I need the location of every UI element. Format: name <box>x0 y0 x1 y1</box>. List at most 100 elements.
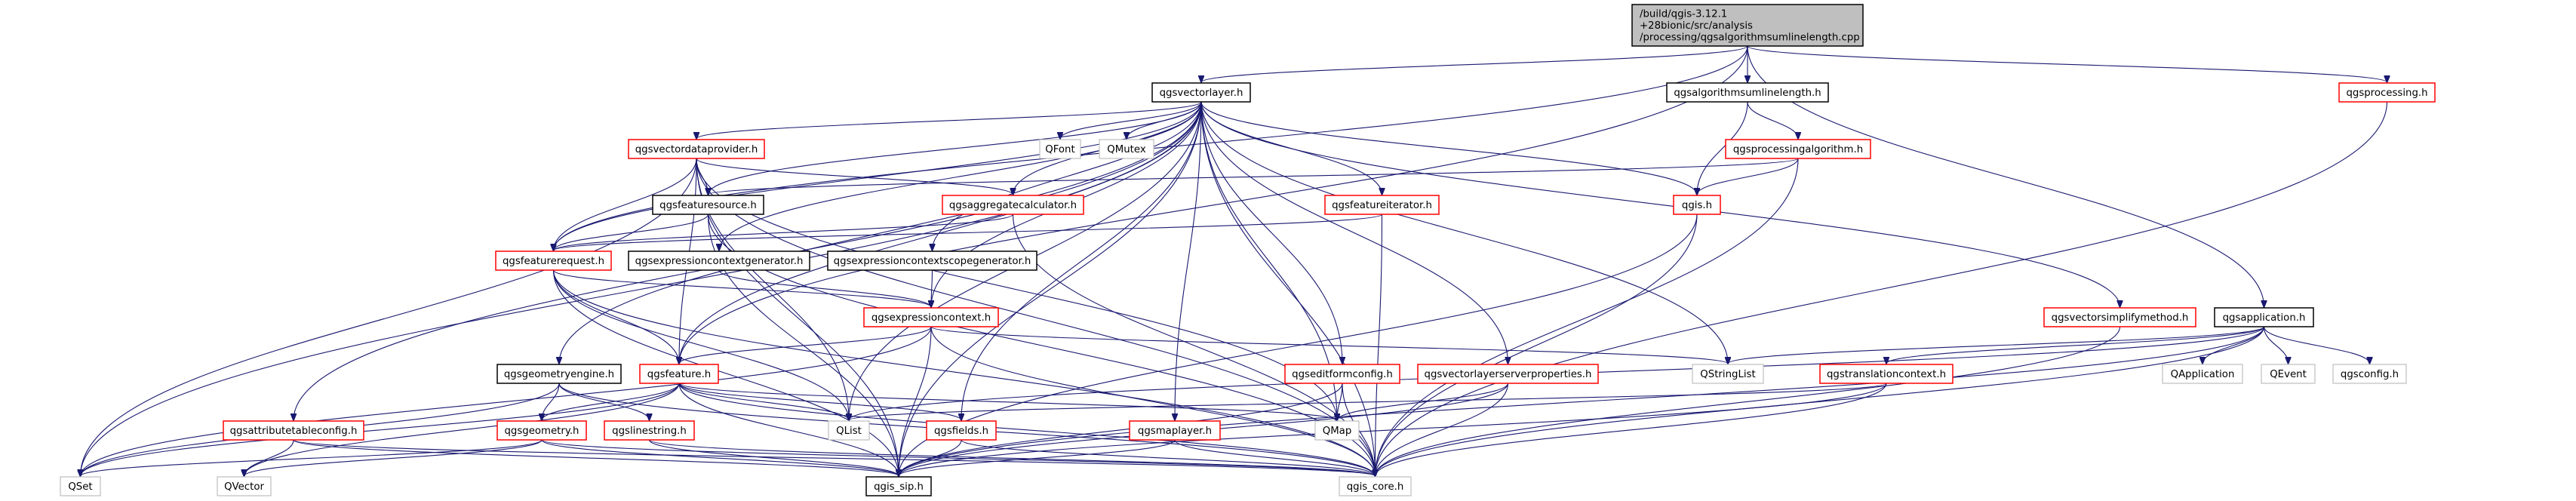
edge-qgsapplication-to-qgis_sip <box>899 326 2265 476</box>
include-node[interactable]: qgsexpressioncontext.h <box>863 307 999 327</box>
include-node[interactable]: qgstranslationcontext.h <box>1819 364 1954 384</box>
node-label: QMap <box>1323 426 1352 437</box>
node-box <box>1099 139 1154 159</box>
edge-qgsexpressioncontext-to-QStringList <box>930 326 1728 364</box>
include-node[interactable]: qgsfeaturerequest.h <box>495 250 612 271</box>
edge-qgsvectorlayer-to-qgsvectorsimplifymethod <box>1200 101 2120 307</box>
include-node[interactable]: qgsfields.h <box>926 420 997 441</box>
node-label: qgis.h <box>1682 200 1712 211</box>
edge-qgsprocessingalgorithm-to-qgis <box>1697 158 1799 195</box>
include-node[interactable]: qgsvectorlayer.h <box>1151 82 1251 103</box>
node-label: qgsprocessingalgorithm.h <box>1733 144 1863 155</box>
include-node[interactable]: qgsgeometry.h <box>496 420 587 441</box>
edge-qgsapplication-to-qgstranslationcontext <box>1886 326 2265 364</box>
edge-qgsvectorlayer-to-qgis <box>1200 101 1697 195</box>
edge-qgsgeometry-to-QSet <box>81 439 543 476</box>
edge-qgsexpressioncontext-to-QSet <box>81 326 932 476</box>
edge-qgsvectordataprovider-to-qgsfeaturesource <box>696 158 709 195</box>
node-label: qgsvectordataprovider.h <box>635 144 758 155</box>
node-label: qgis_sip.h <box>874 481 924 493</box>
include-node[interactable]: qgsvectorlayerserverproperties.h <box>1417 364 1599 384</box>
node-box <box>1692 364 1764 384</box>
edge-qgsaggregatecalculator-to-qgsfeaturerequest <box>554 214 1014 250</box>
node-box <box>2261 364 2316 384</box>
node-box <box>496 364 622 384</box>
include-node[interactable]: qgsmaplayer.h <box>1129 420 1221 441</box>
include-node[interactable]: qgsapplication.h <box>2214 307 2314 327</box>
edge-qgsgeometry-to-qgis_sip <box>541 439 899 476</box>
include-node: QStringList <box>1692 364 1764 384</box>
edge-qgsalgorithmsumlinelength-to-qgsprocessingalgorithm <box>1747 101 1798 139</box>
include-node[interactable]: qgsexpressioncontextscopegenerator.h <box>827 250 1037 271</box>
edge-qgsexpressioncontext-to-qgsfeature <box>679 326 932 364</box>
node-box <box>942 195 1084 215</box>
edge-qgsexpressioncontextscopegenerator-to-qgsexpressioncontext <box>931 269 933 307</box>
include-node[interactable]: qgsalgorithmsumlinelength.h <box>1666 82 1829 103</box>
include-node[interactable]: qgsfeature.h <box>639 364 719 384</box>
edge-qgsfeature-to-QMap <box>678 383 1337 420</box>
edge-qgsvectorlayer-to-QSet <box>81 101 1202 476</box>
node-label: qgsgeometryengine.h <box>504 369 614 380</box>
edge-qgsgeometry-to-QVector <box>244 439 543 476</box>
edge-qgis-to-qgis_core <box>1376 214 1698 476</box>
include-node[interactable]: qgis.h <box>1673 195 1721 215</box>
include-node[interactable]: qgslinestring.h <box>604 420 695 441</box>
edge-qgsvectordataprovider-to-qgsaggregatecalculator <box>696 158 1013 195</box>
edge-qgsvectorlayer-to-qgsfeaturesource <box>709 101 1202 195</box>
include-node[interactable]: qgsgeometryengine.h <box>496 364 622 384</box>
node-box <box>639 364 719 384</box>
edge-qgsvectorlayerserverproperties-to-QMap <box>1337 383 1509 420</box>
edge-qgsvectorlayer-to-qgsmaplayer <box>1175 101 1202 420</box>
edge-root-to-qgsvectorlayer <box>1201 45 1748 82</box>
node-box <box>1417 364 1599 384</box>
node-label: /processing/qgsalgorithmsumlinelength.cp… <box>1640 32 1860 43</box>
include-node[interactable]: qgsprocessing.h <box>2338 82 2436 103</box>
edge-qgsvectorsimplifymethod-to-qgis_core <box>1376 326 2121 476</box>
node-box <box>1339 476 1412 496</box>
edge-qgsprocessingalgorithm-to-qgis_core <box>1376 158 1799 476</box>
edge-qgsfeaturesource-to-qgsfeaturerequest <box>554 214 709 250</box>
include-node[interactable]: qgsfeatureiterator.h <box>1324 195 1440 215</box>
node-label: qgsvectorlayer.h <box>1160 88 1243 99</box>
include-node[interactable]: qgsvectorsimplifymethod.h <box>2043 307 2196 327</box>
node-label: QList <box>836 426 862 437</box>
edge-qgsfeaturerequest-to-qgis_sip <box>552 269 899 476</box>
include-node[interactable]: qgsprocessingalgorithm.h <box>1725 139 1871 159</box>
edge-qgsvectorlayer-to-QStringList <box>1200 101 1728 364</box>
node-box <box>2214 307 2314 327</box>
include-node[interactable]: qgsaggregatecalculator.h <box>942 195 1084 215</box>
edge-qgsvectorlayer-to-QFont <box>1060 101 1202 139</box>
node-label: QFont <box>1045 144 1074 155</box>
node-label: qgsconfig.h <box>2341 369 2399 380</box>
include-node: QSet <box>60 476 101 496</box>
include-node[interactable]: qgis_sip.h <box>865 476 932 496</box>
include-node[interactable]: qgsexpressioncontextgenerator.h <box>628 250 810 271</box>
edge-qgsfeaturerequest-to-qgsfeature <box>552 269 680 364</box>
edge-qgsfeatureiterator-to-qgsfeaturerequest <box>554 214 1383 250</box>
edges-layer <box>81 45 2387 476</box>
node-box <box>495 250 612 271</box>
edge-qgsprocessingalgorithm-to-qgsfeaturesource <box>709 158 1799 195</box>
edge-qgsvectorlayer-to-qgis_sip <box>899 101 1202 476</box>
include-node: QMap <box>1314 420 1360 441</box>
edge-qgsapplication-to-QEvent <box>2263 326 2289 364</box>
node-box <box>2338 82 2436 103</box>
edge-qgsgeometryengine-to-qgslinestring <box>558 383 650 420</box>
include-node[interactable]: qgsattributetableconfig.h <box>223 420 364 441</box>
edge-qgsfeature-to-qgis_core <box>678 383 1376 476</box>
node-box <box>828 420 870 441</box>
include-node[interactable]: qgseditformconfig.h <box>1284 364 1400 384</box>
node-box <box>926 420 997 441</box>
node-label: qgsapplication.h <box>2223 312 2306 324</box>
include-node[interactable]: qgsvectordataprovider.h <box>628 139 765 159</box>
edge-qgsvectordataprovider-to-qgsfeaturerequest <box>554 158 697 250</box>
edge-qgsfeature-to-qgsgeometry <box>542 383 680 420</box>
node-box <box>628 139 765 159</box>
node-label: QApplication <box>2171 369 2235 380</box>
include-node: QEvent <box>2261 364 2316 384</box>
include-node[interactable]: qgsfeaturesource.h <box>652 195 764 215</box>
edge-qgsapplication-to-QStringList <box>1728 326 2265 364</box>
node-label: qgseditformconfig.h <box>1292 369 1393 380</box>
node-label: qgis_core.h <box>1347 481 1404 493</box>
